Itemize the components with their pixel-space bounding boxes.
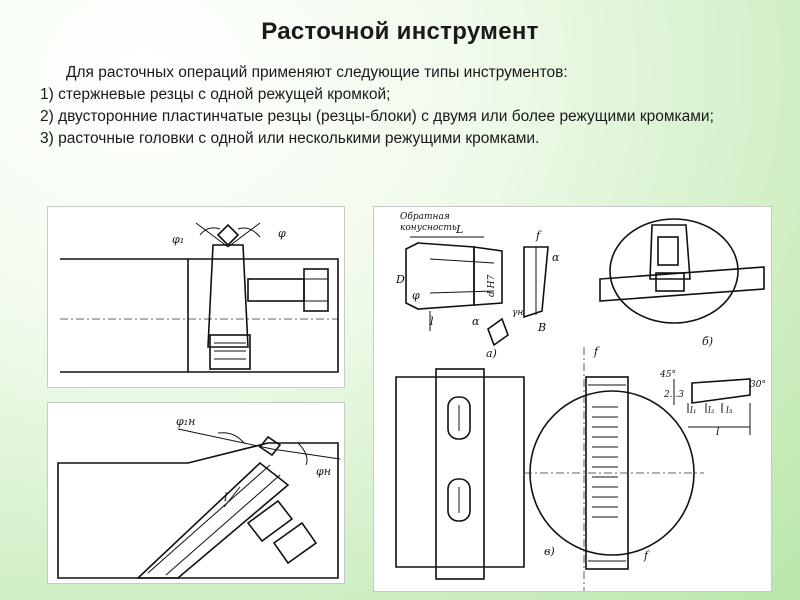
f3-label: f (643, 549, 650, 562)
f2-label: f (593, 345, 600, 358)
alpha-label: α (472, 315, 480, 328)
dH7-label: d H7 (487, 275, 497, 297)
list-item: 1) стержневые резцы с одной режущей кром… (40, 86, 391, 103)
phi1-label: φ₁ (172, 233, 184, 246)
deg45-label: 45° (659, 370, 676, 380)
f-label: f (535, 229, 542, 242)
drawing-single-edge-cutter: φ₁ φ (47, 206, 345, 388)
alpha-label-2: α (552, 251, 560, 264)
drawing-boring-heads: Обратная конусность L D d H7 φ l α γн B … (373, 206, 772, 592)
intro-paragraph: Для расточных операций применяют следующ… (66, 64, 568, 81)
body-text: Для расточных операций применяют следующ… (32, 62, 772, 150)
phi1n-label: φ₁н (176, 415, 195, 428)
dim23-label: 2...3 (663, 390, 684, 400)
reverse-taper-label-2: конусность (400, 223, 457, 233)
B-label: B (537, 321, 546, 334)
angled-cutter-svg: φ₁н φн l (57, 415, 341, 579)
phin-label: φн (316, 465, 331, 478)
drawing-angled-cutter: φ₁н φн l (47, 402, 345, 584)
phi-label-right: φ (412, 289, 420, 302)
l-big-label: l (716, 425, 720, 438)
L-label: L (455, 223, 463, 236)
gamma-n-label: γн (512, 308, 523, 318)
single-edge-cutter-svg: φ₁ φ (60, 222, 339, 373)
list-item: 3) расточные головки с одной или несколь… (40, 130, 540, 147)
phi-label: φ (278, 227, 286, 240)
page-title: Расточной инструмент (261, 18, 539, 45)
reverse-taper-label: Обратная (400, 211, 450, 222)
D-label: D (395, 273, 405, 286)
panel-v-label: в) (544, 545, 555, 558)
panel-b-label: б) (702, 335, 713, 348)
l-label: l (224, 491, 228, 504)
l1-label: l₁ (690, 406, 697, 416)
l3-label: l₃ (726, 406, 733, 416)
list-item: 2) двусторонние пластинчатые резцы (резц… (40, 108, 714, 125)
boring-heads-svg: Обратная конусность L D d H7 φ l α γн B … (395, 211, 766, 591)
deg30-label: 30° (750, 380, 766, 390)
l2-label: l₂ (708, 406, 715, 416)
panel-a-label: а) (486, 347, 497, 360)
l-label-right: l (430, 315, 434, 328)
